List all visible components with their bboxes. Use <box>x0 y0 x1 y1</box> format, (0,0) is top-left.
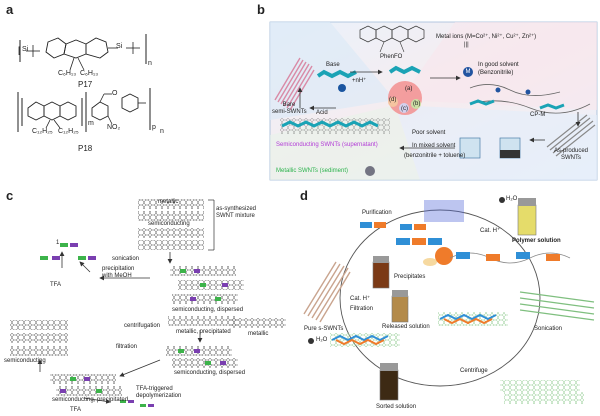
d-filtration: Filtration <box>350 306 374 312</box>
p18-repeat-p: p <box>152 124 156 131</box>
p18-chain-right: C₁₂H₂₅ <box>58 128 79 135</box>
panel-label-d: d <box>300 188 308 203</box>
p17-sub-left: C₆H₁₃ <box>58 70 77 77</box>
d-purification: Purification <box>362 210 392 216</box>
c-sonication: sonication <box>112 256 140 262</box>
panel-d-artwork <box>303 197 595 404</box>
p18-chain-left: C₁₂H₂₅ <box>32 128 53 135</box>
mixed-solvent-label: In mixed solvent <box>412 143 456 149</box>
semi-swnt-label: Semiconducting SWNTs (supernatant) <box>276 142 378 148</box>
d-cat-h-top: Cat. H⁺ <box>480 228 501 234</box>
d-centrifuge: Centrifuge <box>460 368 488 374</box>
base-label: Base <box>326 62 340 68</box>
p17-structure: [ <box>18 34 147 71</box>
p17-si-left: Si <box>22 46 29 53</box>
d-released-solution: Released solution <box>382 324 430 330</box>
nh-label: +nH⁺ <box>352 78 367 84</box>
bare-swnt-label: Bare semi-SWNTs <box>272 102 307 115</box>
benzonitrile-label: (Benzonitrile) <box>478 70 514 76</box>
p18-oxygen: O <box>112 90 118 97</box>
d-precipitates: Precipitates <box>394 274 426 280</box>
c-metal-precip: metallic, precipitated <box>176 329 231 335</box>
p18-repeat-n: n <box>160 128 164 135</box>
step-d: (d) <box>389 97 397 103</box>
p17-sub-right: C₆H₁₃ <box>80 70 99 77</box>
panel-label-a: a <box>6 2 14 17</box>
c-filtration: filtration <box>116 344 138 350</box>
d-h2o-top: H₂O <box>506 196 518 202</box>
poor-solvent-label: Poor solvent <box>412 130 446 136</box>
p18-no2: NO₂ <box>107 124 121 131</box>
metal-ions-label: Metal ions (M=Co²⁺, Ni²⁺, Cu²⁺, Zn²⁺) <box>436 34 537 40</box>
p18-repeat-m: m <box>88 120 94 127</box>
c-metallic-right: metallic <box>248 331 269 337</box>
p17-name: P17 <box>78 80 93 89</box>
c-tfa-trig: TFA-triggered depolymerization <box>136 386 182 399</box>
step-a: (a) <box>405 86 413 92</box>
d-h2o-left: H₂O <box>316 337 328 343</box>
acid-label: Acid <box>316 110 328 116</box>
good-solvent-label: In good solvent <box>478 62 519 68</box>
c-precip: precipitation with MeOH <box>102 266 135 279</box>
m-badge: M <box>465 69 471 75</box>
c-tfa2: TFA <box>70 407 82 413</box>
phenfo-label: PhenFO <box>380 54 403 60</box>
c-semi-disp2: semiconducting, dispersed <box>174 370 246 376</box>
p17-repeat: n <box>148 60 152 67</box>
panel-b-artwork <box>269 21 598 181</box>
c-mixture: as-synthesized SWNT mixture <box>216 206 257 219</box>
c-semi-precip: semiconducting, precipitated <box>52 397 129 403</box>
c-one: 1 <box>56 240 60 246</box>
c-centrifugation: centrifugation <box>124 323 161 329</box>
c-semi-disp: semiconducting, dispersed <box>172 307 244 313</box>
as-produced-label: As-produced SWNTs <box>553 148 589 161</box>
d-sorted-solution: Sorted solution <box>376 404 417 410</box>
c-semiconducting-top: semiconducting <box>148 221 190 227</box>
mixed-detail-label: (benzonitrile + toluene) <box>404 153 466 159</box>
step-c: (c) <box>401 106 408 112</box>
p17-si-right: Si <box>116 43 123 50</box>
triple-bar: ||| <box>464 42 469 48</box>
panel-label-c: c <box>6 188 14 203</box>
d-pure-swnts: Pure s-SWNTs <box>304 326 344 332</box>
d-cat-h-left: Cat. H⁺ <box>350 296 371 302</box>
d-sonication: Sonication <box>534 326 563 332</box>
metal-swnt-label: Metallic SWNTs (sediment) <box>276 168 349 174</box>
p18-structure <box>17 88 151 132</box>
c-semiconducting-left: semiconducting <box>4 358 46 364</box>
c-metallic-top: metallic <box>158 199 179 205</box>
panel-label-b: b <box>257 2 265 17</box>
step-b: (b) <box>413 101 421 107</box>
cpm-label: CP-M <box>530 112 546 118</box>
c-tfa1: TFA <box>50 282 62 288</box>
d-polymer-solution: Polymer solution <box>512 238 561 244</box>
panel-c-artwork <box>10 199 286 407</box>
p18-name: P18 <box>78 144 93 153</box>
